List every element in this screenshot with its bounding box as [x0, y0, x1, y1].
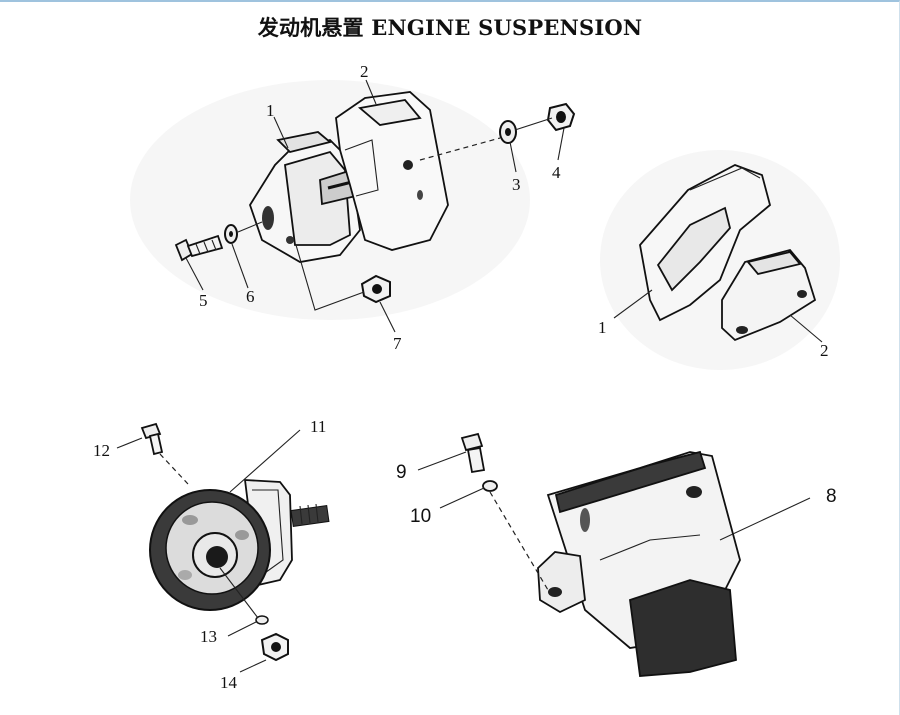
leader-9 — [417, 451, 467, 471]
engine-mount-bracket-part-1 — [249, 131, 361, 263]
bracket-plate-part-2-detail — [721, 248, 817, 342]
callout-7: 7 — [393, 334, 402, 353]
callout-14: 14 — [220, 673, 238, 692]
callout-10: 10 — [410, 506, 431, 527]
leader-1 — [273, 116, 289, 149]
callout-2: 2 — [360, 62, 369, 81]
callout-12: 12 — [93, 441, 110, 460]
callout-3: 3 — [512, 175, 521, 194]
leader-6b — [231, 243, 249, 289]
leader-13 — [227, 621, 257, 637]
nut-part-7 — [360, 274, 391, 304]
callout-8: 8 — [826, 486, 837, 507]
callout-1: 1 — [266, 101, 275, 120]
leader-3-4 — [514, 117, 553, 131]
leader-14 — [239, 659, 267, 673]
washer-part-13 — [255, 615, 269, 625]
bolt-part-12 — [140, 422, 164, 456]
leader-dashed-9 — [489, 491, 549, 591]
callout-detail-1: 1 — [598, 318, 607, 337]
rubber-cushion-part-1-detail — [639, 164, 772, 322]
leader-8 — [719, 497, 811, 541]
washer-part-3 — [499, 120, 517, 144]
washer-part-10 — [482, 480, 498, 492]
leader-5 — [185, 257, 204, 291]
leader-6 — [237, 221, 263, 233]
rubber-cushion-part-2 — [335, 91, 449, 251]
callout-detail-2: 2 — [820, 341, 829, 360]
leader-11 — [229, 429, 301, 493]
leader-7b — [379, 301, 396, 333]
callout-13: 13 — [200, 627, 217, 646]
leader-4 — [557, 127, 565, 161]
page-title: 发动机悬置 ENGINE SUSPENSION — [257, 15, 643, 40]
leader-7 — [295, 244, 365, 311]
callout-6: 6 — [246, 287, 255, 306]
bolt-part-5 — [174, 234, 224, 262]
leader-d2 — [789, 314, 823, 343]
nut-part-14 — [260, 632, 289, 662]
leader-3 — [509, 141, 517, 173]
leader-d1 — [613, 289, 653, 319]
leader-dashed-12 — [159, 453, 189, 485]
nut-part-4 — [546, 102, 576, 132]
callout-4: 4 — [552, 163, 561, 182]
callout-5: 5 — [199, 291, 208, 310]
leader-12 — [116, 437, 143, 449]
callout-9: 9 — [396, 462, 407, 483]
leader-10 — [439, 487, 485, 509]
leader-dashed-3 — [419, 137, 501, 161]
callout-11: 11 — [310, 417, 326, 436]
leader-13-axis — [219, 567, 259, 619]
engine-mount-bracket-part-8 — [537, 450, 741, 677]
bolt-part-9 — [460, 432, 486, 474]
round-engine-mount-part-11 — [149, 479, 330, 611]
leader-2 — [365, 79, 377, 105]
washer-part-6 — [224, 224, 238, 244]
